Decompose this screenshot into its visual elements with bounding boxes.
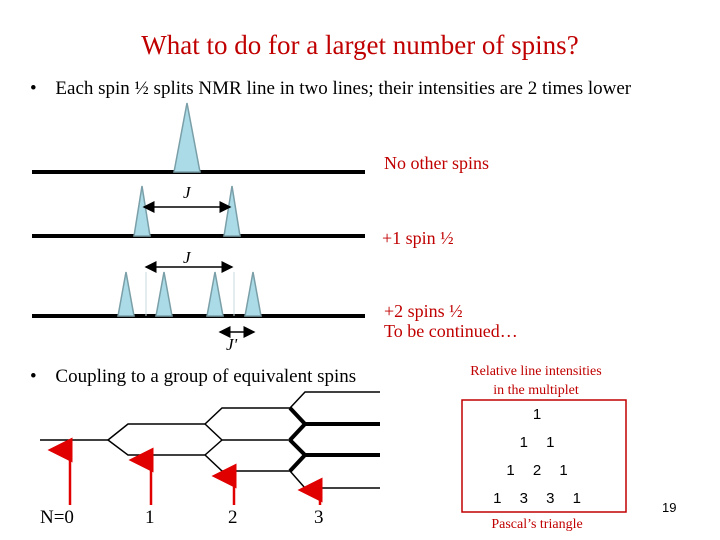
pascal-box [461, 399, 627, 513]
bullet-marker: • [30, 366, 37, 387]
group-label-2: 2 [228, 507, 238, 528]
pascal-heading-1: Relative line intensities [470, 364, 602, 379]
label-one-spin: +1 spin ½ [382, 228, 454, 248]
peak-quartet-3 [206, 271, 224, 317]
peak-quartet-1 [117, 271, 135, 317]
pascal-row-4: 1 3 3 1 [493, 490, 581, 507]
slide-title: What to do for a larget number of spins? [141, 30, 579, 60]
peak-quartet-2 [155, 271, 173, 317]
splitting-tree [40, 391, 380, 489]
label-j-prime: J' [226, 335, 238, 354]
pascal-row-1: 1 [532, 406, 542, 423]
bullet-marker: • [30, 78, 37, 99]
group-label-n0: N=0 [40, 507, 74, 528]
label-j-2: J [183, 248, 191, 267]
page-number: 19 [662, 500, 677, 515]
group-label-1: 1 [145, 507, 155, 528]
pascal-heading-2: in the multiplet [493, 383, 579, 398]
peak-doublet-left [133, 185, 151, 237]
pascal-row-3: 1 2 1 [506, 462, 568, 479]
peak-doublet-right [223, 185, 241, 237]
pascal-caption: Pascal’s triangle [491, 517, 583, 532]
label-two-spins: +2 spins ½ [384, 301, 463, 321]
bullet-2: • Coupling to a group of equivalent spin… [30, 366, 356, 388]
group-label-3: 3 [314, 507, 324, 528]
bullet-2-text: Coupling to a group of equivalent spins [55, 366, 357, 387]
bullet-1: • Each spin ½ splits NMR line in two lin… [30, 78, 631, 100]
label-to-be-continued: To be continued… [384, 321, 518, 341]
pascal-row-2: 1 1 [519, 434, 555, 451]
peak-central [173, 102, 201, 173]
bullet-1-text: Each spin ½ splits NMR line in two lines… [55, 78, 632, 99]
peak-quartet-4 [244, 271, 262, 317]
label-no-spins: No other spins [384, 153, 489, 173]
label-j-1: J [183, 183, 191, 202]
